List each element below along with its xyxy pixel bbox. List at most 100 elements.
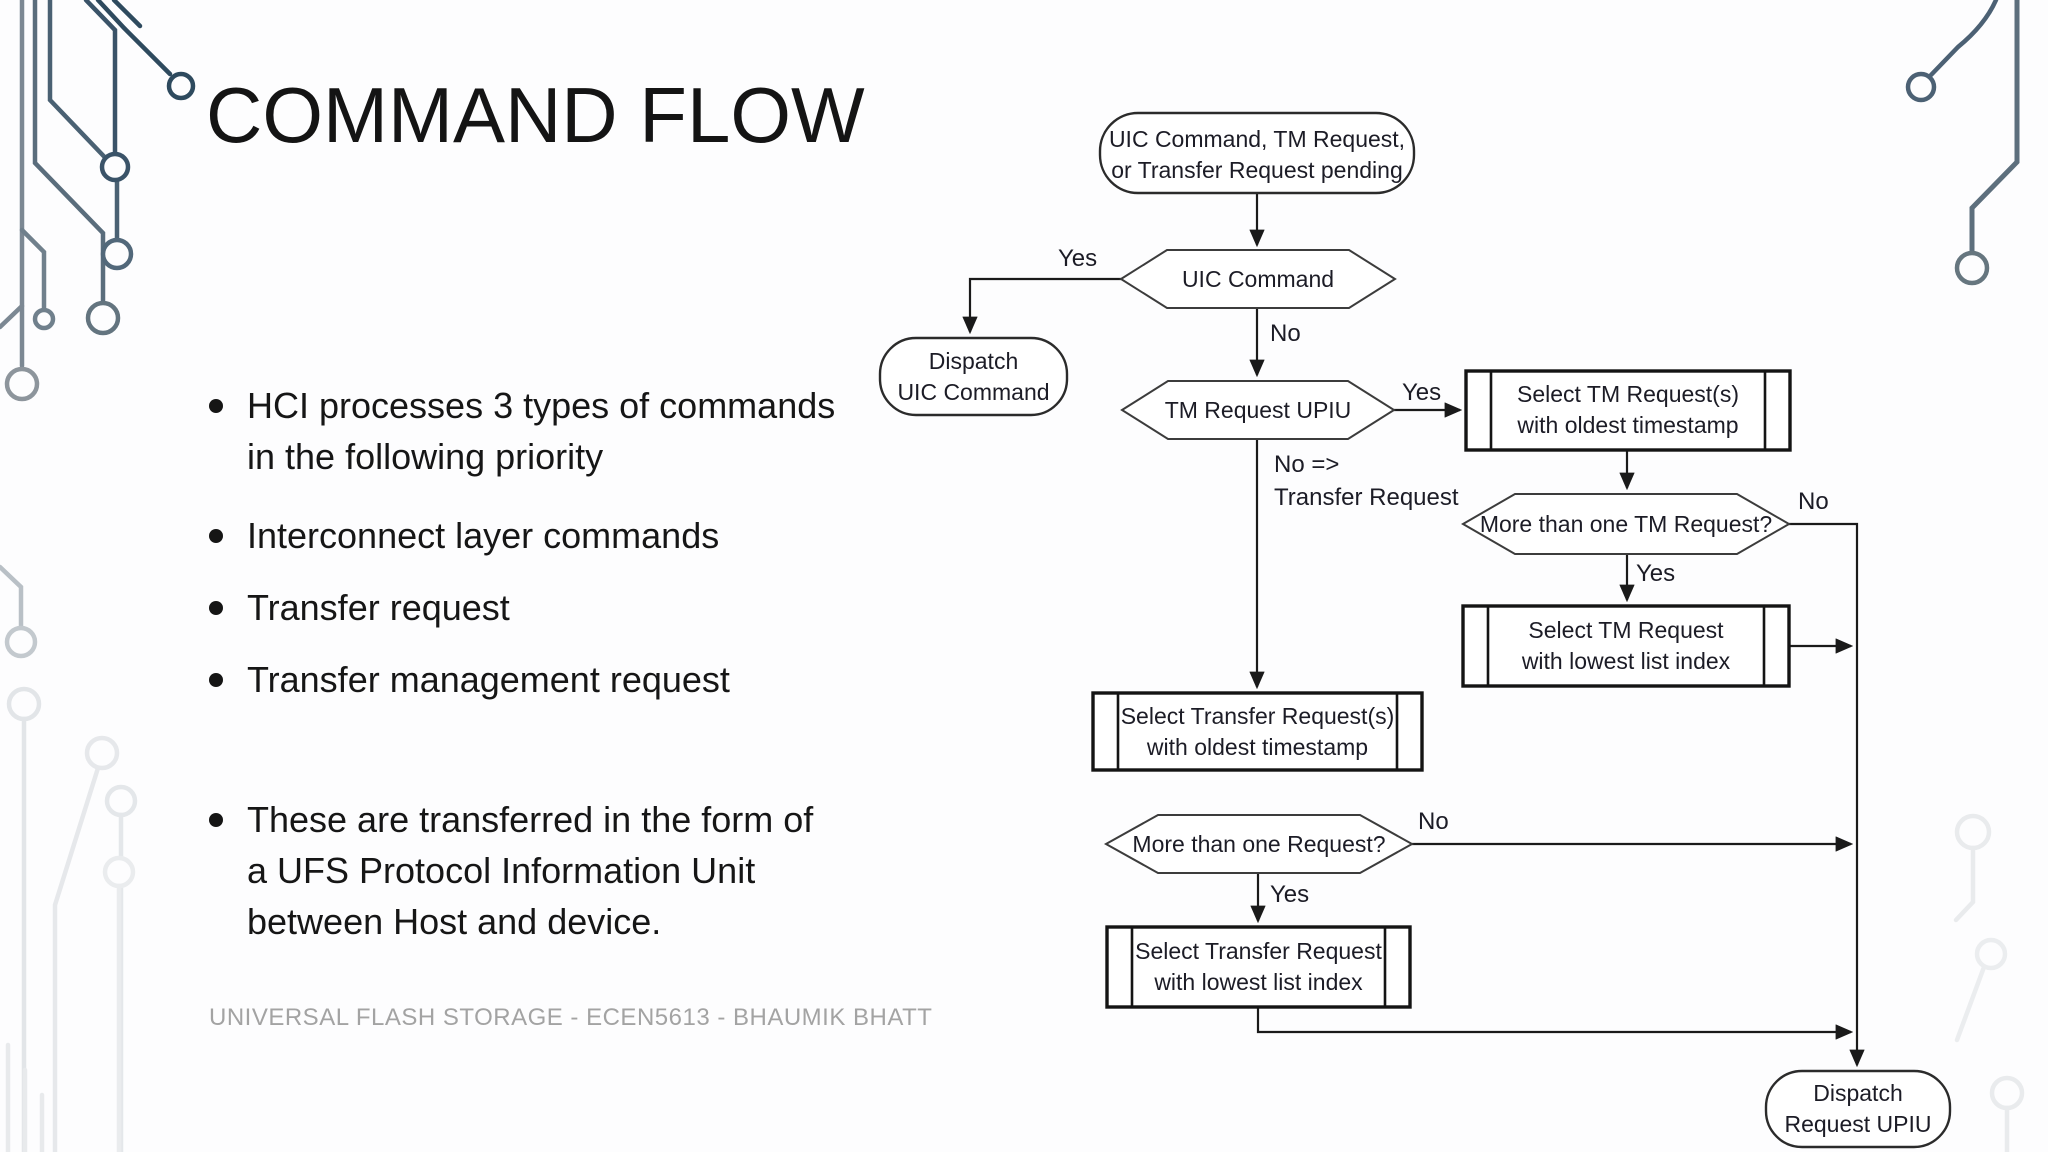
label-uic-decision: UIC Command — [1181, 266, 1335, 292]
circuit-trace — [1954, 964, 1987, 1043]
label-line: Dispatch — [928, 348, 1019, 374]
label-select-tr-lowest: Select Transfer Request with lowest list… — [1107, 936, 1410, 998]
label-dispatch-request: Dispatch Request UPIU — [1766, 1078, 1950, 1140]
edge-more-tm-no-to-dispatch-request — [1789, 522, 1865, 1068]
node-start-terminator — [1098, 111, 1416, 195]
node-uic-decision — [1119, 249, 1397, 309]
circuit-trace — [19, 227, 47, 311]
circuit-decoration-top-right — [1905, 0, 2020, 286]
circuit-node — [99, 151, 131, 183]
circuit-trace — [0, 564, 24, 629]
node-dispatch-request-terminator — [1764, 1069, 1952, 1149]
label-line: UIC Command, TM Request, — [1108, 126, 1406, 152]
circuit-trace — [1969, 0, 2020, 254]
edge-label-more-tm-no: No — [1798, 488, 1829, 515]
label-select-tm-oldest: Select TM Request(s) with oldest timesta… — [1466, 379, 1790, 441]
label-dispatch-uic: Dispatch UIC Command — [880, 346, 1067, 408]
circuit-node — [166, 71, 196, 101]
bullet-text: Transfer request — [247, 587, 510, 628]
circuit-node — [4, 625, 38, 659]
label-line: Dispatch — [1813, 1080, 1903, 1106]
node-select-tr-oldest-process — [1091, 691, 1424, 772]
label-line: Request UPIU — [1784, 1111, 1932, 1137]
label-select-tm-lowest: Select TM Request with lowest list index — [1463, 615, 1789, 677]
node-select-tm-oldest-process — [1464, 369, 1792, 452]
label-line: UIC Command — [897, 379, 1050, 405]
label-line: with oldest timestamp — [1146, 734, 1369, 760]
label-line: with oldest timestamp — [1517, 412, 1739, 438]
process-box — [1091, 691, 1424, 772]
circuit-node — [1974, 937, 2008, 971]
circuit-trace — [0, 303, 25, 330]
process-box — [1464, 369, 1792, 452]
circuit-decoration-bottom-left — [0, 564, 138, 1152]
list-item: These are transferred in the form of a U… — [209, 794, 849, 947]
circuit-trace — [47, 0, 120, 242]
label-more-tm-decision: More than one TM Request? — [1479, 511, 1773, 537]
label-line: or Transfer Request pending — [1111, 157, 1403, 183]
label-more-tr-decision: More than one Request? — [1132, 831, 1386, 857]
circuit-node — [100, 237, 134, 271]
bullet-dot-icon — [209, 529, 223, 543]
node-more-tm-decision — [1460, 493, 1792, 555]
circuit-decoration-bottom-right — [1953, 813, 2025, 1152]
circuit-decoration-top-left — [0, 0, 196, 402]
circuit-node — [32, 307, 56, 331]
circuit-trace — [52, 765, 101, 1152]
edge-label-tm-no: No => Transfer Request — [1274, 448, 1459, 514]
footer-text: UNIVERSAL FLASH STORAGE - ECEN5613 - BHA… — [209, 1004, 933, 1031]
edge-uic-yes-to-dispatch-uic — [962, 277, 1121, 335]
circuit-trace — [1928, 0, 1999, 78]
circuit-node — [1954, 250, 1990, 286]
circuit-trace — [95, 0, 173, 77]
process-box — [1105, 925, 1412, 1009]
label-line: Select TM Request — [1528, 617, 1724, 643]
list-item: Transfer request — [209, 582, 849, 633]
label-select-tr-oldest: Select Transfer Request(s) with oldest t… — [1093, 701, 1422, 763]
circuit-node — [84, 735, 120, 771]
label-line: Select TM Request(s) — [1517, 381, 1739, 407]
node-dispatch-uic-terminator — [878, 336, 1069, 417]
label-line: with lowest list index — [1521, 648, 1731, 674]
process-box — [1461, 604, 1791, 688]
label-line: No => — [1274, 451, 1340, 478]
edge-select-tr-lowest-to-collector — [1256, 1007, 1854, 1040]
edge-label-tm-yes: Yes — [1402, 379, 1442, 406]
label-line: Select Transfer Request(s) — [1120, 703, 1395, 729]
edge-label-uic-yes: Yes — [1058, 245, 1098, 272]
edge-label-more-tr-yes: Yes — [1270, 881, 1310, 908]
circuit-node — [4, 366, 40, 402]
page-title: COMMAND FLOW — [206, 71, 865, 159]
circuit-trace — [111, 0, 143, 29]
node-more-tr-decision — [1103, 814, 1415, 874]
label-line: Select Transfer Request — [1135, 938, 1382, 964]
label-start: UIC Command, TM Request, or Transfer Req… — [1100, 124, 1414, 186]
bullet-dot-icon — [209, 673, 223, 687]
bullet-dot-icon — [209, 399, 223, 413]
edge-label-uic-no: No — [1270, 320, 1301, 347]
label-tm-decision: TM Request UPIU — [1164, 397, 1352, 423]
list-item: HCI processes 3 types of commands in the… — [209, 380, 849, 482]
bullet-dot-icon — [209, 601, 223, 615]
node-tm-decision — [1120, 380, 1396, 440]
node-select-tr-lowest-process — [1105, 925, 1412, 1009]
bullet-list: HCI processes 3 types of commands in the… — [209, 380, 849, 968]
bullet-text: Interconnect layer commands — [247, 515, 720, 556]
bullet-text: HCI processes 3 types of commands in the… — [247, 385, 836, 477]
list-item: Transfer management request — [209, 654, 849, 705]
node-select-tm-lowest-process — [1461, 604, 1791, 688]
label-line: Transfer Request — [1274, 484, 1459, 511]
circuit-node — [1905, 71, 1937, 103]
edge-label-more-tr-no: No — [1418, 808, 1449, 835]
list-item: Interconnect layer commands — [209, 510, 849, 561]
bullet-text: These are transferred in the form of a U… — [247, 799, 814, 942]
label-line: with lowest list index — [1154, 969, 1363, 995]
circuit-trace — [1953, 845, 1976, 923]
bullet-dot-icon — [209, 813, 223, 827]
bullet-text: Transfer management request — [247, 659, 730, 700]
circuit-trace — [83, 0, 118, 155]
edge-label-more-tm-yes: Yes — [1636, 560, 1676, 587]
